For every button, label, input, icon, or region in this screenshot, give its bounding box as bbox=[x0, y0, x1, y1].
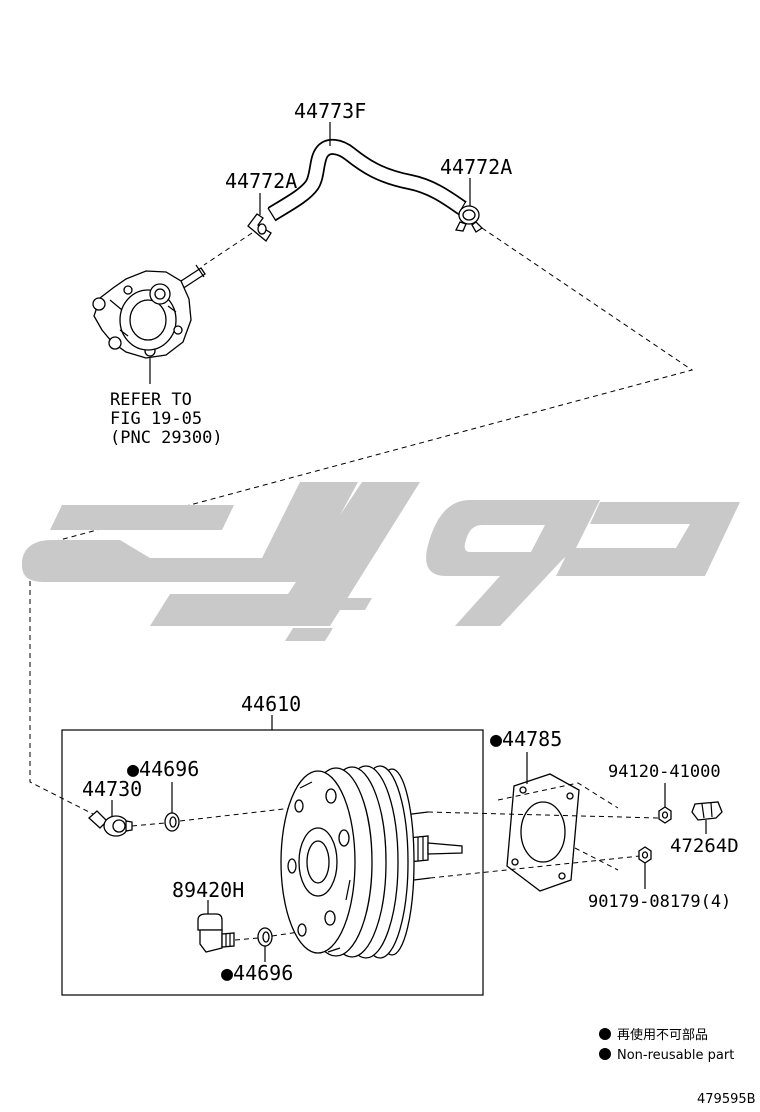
figure-id: 479595B bbox=[697, 1092, 756, 1107]
label-booster-assy: 44610 bbox=[241, 692, 301, 716]
label-grommet-lower: ●44696 bbox=[221, 961, 293, 985]
dashed-stud-to-nut-upper bbox=[427, 811, 661, 819]
label-clamp-right: 44772A bbox=[440, 155, 512, 179]
dashed-mounting-outline-bottom bbox=[574, 847, 619, 871]
vacuum-pump-drawing bbox=[92, 264, 206, 359]
nut-94120-41000 bbox=[658, 806, 672, 824]
label-hose: 44773F bbox=[294, 99, 366, 123]
grommet-lower bbox=[257, 927, 273, 947]
gasket-44785 bbox=[506, 773, 580, 892]
label-sensor: 89420H bbox=[172, 878, 244, 902]
hose-clamp-right bbox=[455, 205, 484, 233]
vacuum-hose-44773F bbox=[267, 139, 467, 222]
booster-assembly-frame bbox=[61, 729, 484, 996]
hose-clamp-left bbox=[247, 213, 272, 242]
legend-bullet-en bbox=[599, 1048, 611, 1060]
legend-bullet-jp bbox=[599, 1028, 611, 1040]
label-clip: 47264D bbox=[670, 835, 739, 857]
dashed-valve-to-grommet bbox=[131, 822, 166, 827]
clip-47264D bbox=[691, 801, 723, 821]
vacuum-sensor-89420H bbox=[197, 913, 235, 953]
check-valve-44730 bbox=[88, 810, 133, 837]
label-nut-lower: 90179-08179(4) bbox=[588, 892, 731, 912]
legend-text-jp: 再使用不可部品 bbox=[617, 1027, 708, 1043]
label-nut-upper: 94120-41000 bbox=[608, 762, 721, 782]
label-grommet-upper: ●44696 bbox=[127, 757, 199, 781]
dashed-stud-to-nut-lower bbox=[429, 855, 641, 879]
dashed-grommet-to-booster bbox=[179, 807, 293, 822]
label-gasket: ●44785 bbox=[490, 727, 562, 751]
dashed-mounting-outline-top bbox=[497, 782, 619, 809]
label-clamp-left: 44772A bbox=[225, 169, 297, 193]
watermark-logo bbox=[22, 482, 740, 641]
brake-booster-drawing bbox=[280, 765, 463, 959]
label-refer-line1: REFER TO bbox=[110, 390, 192, 410]
grommet-upper bbox=[164, 812, 180, 832]
legend-text-en: Non-reusable part bbox=[617, 1048, 734, 1063]
label-check-valve: 44730 bbox=[82, 777, 142, 801]
dashed-pump-to-clamp bbox=[203, 232, 253, 266]
label-refer-line2: FIG 19-05 bbox=[110, 409, 202, 429]
label-refer-line3: (PNC 29300) bbox=[110, 428, 223, 448]
nut-90179-08179 bbox=[638, 846, 652, 864]
dashed-grommet-to-booster-lower bbox=[271, 931, 300, 937]
dashed-sensor-to-grommet bbox=[234, 937, 259, 941]
